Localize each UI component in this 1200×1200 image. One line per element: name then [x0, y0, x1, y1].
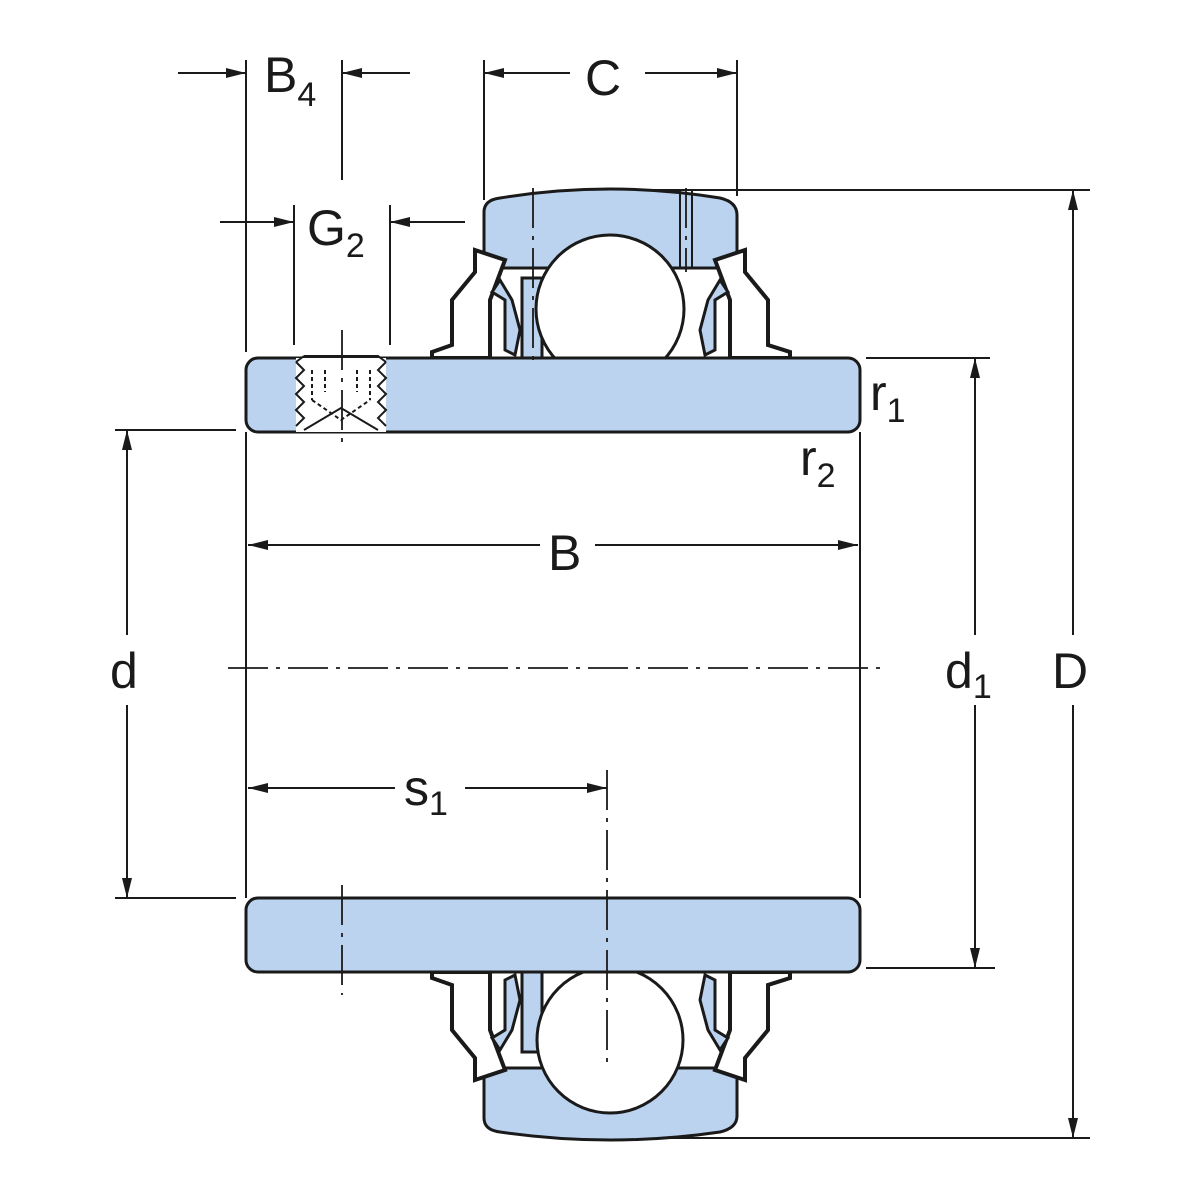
- seal-top-left: [430, 247, 522, 360]
- label-G2: G2: [307, 200, 365, 265]
- dimension-lines: [122, 68, 1078, 1138]
- label-s1: s1: [404, 760, 448, 823]
- seal-bottom-right: [698, 970, 792, 1083]
- label-C: C: [585, 50, 621, 106]
- seal-bottom-left: [430, 970, 522, 1083]
- label-d: d: [110, 643, 138, 699]
- ball-bottom: [535, 965, 685, 1115]
- extension-lines: [115, 60, 1090, 1139]
- inner-ring-top: [244, 356, 862, 434]
- seal-top-right: [698, 247, 792, 360]
- inner-ring-bottom: [244, 896, 862, 974]
- label-r2: r2: [800, 430, 836, 495]
- label-B4: B4: [264, 47, 316, 114]
- label-d1: d1: [945, 643, 992, 706]
- label-r1: r1: [870, 365, 906, 430]
- outer-ring-top: [482, 187, 739, 270]
- label-D: D: [1052, 643, 1088, 699]
- label-B: B: [548, 525, 581, 581]
- grub-screw: [294, 355, 388, 432]
